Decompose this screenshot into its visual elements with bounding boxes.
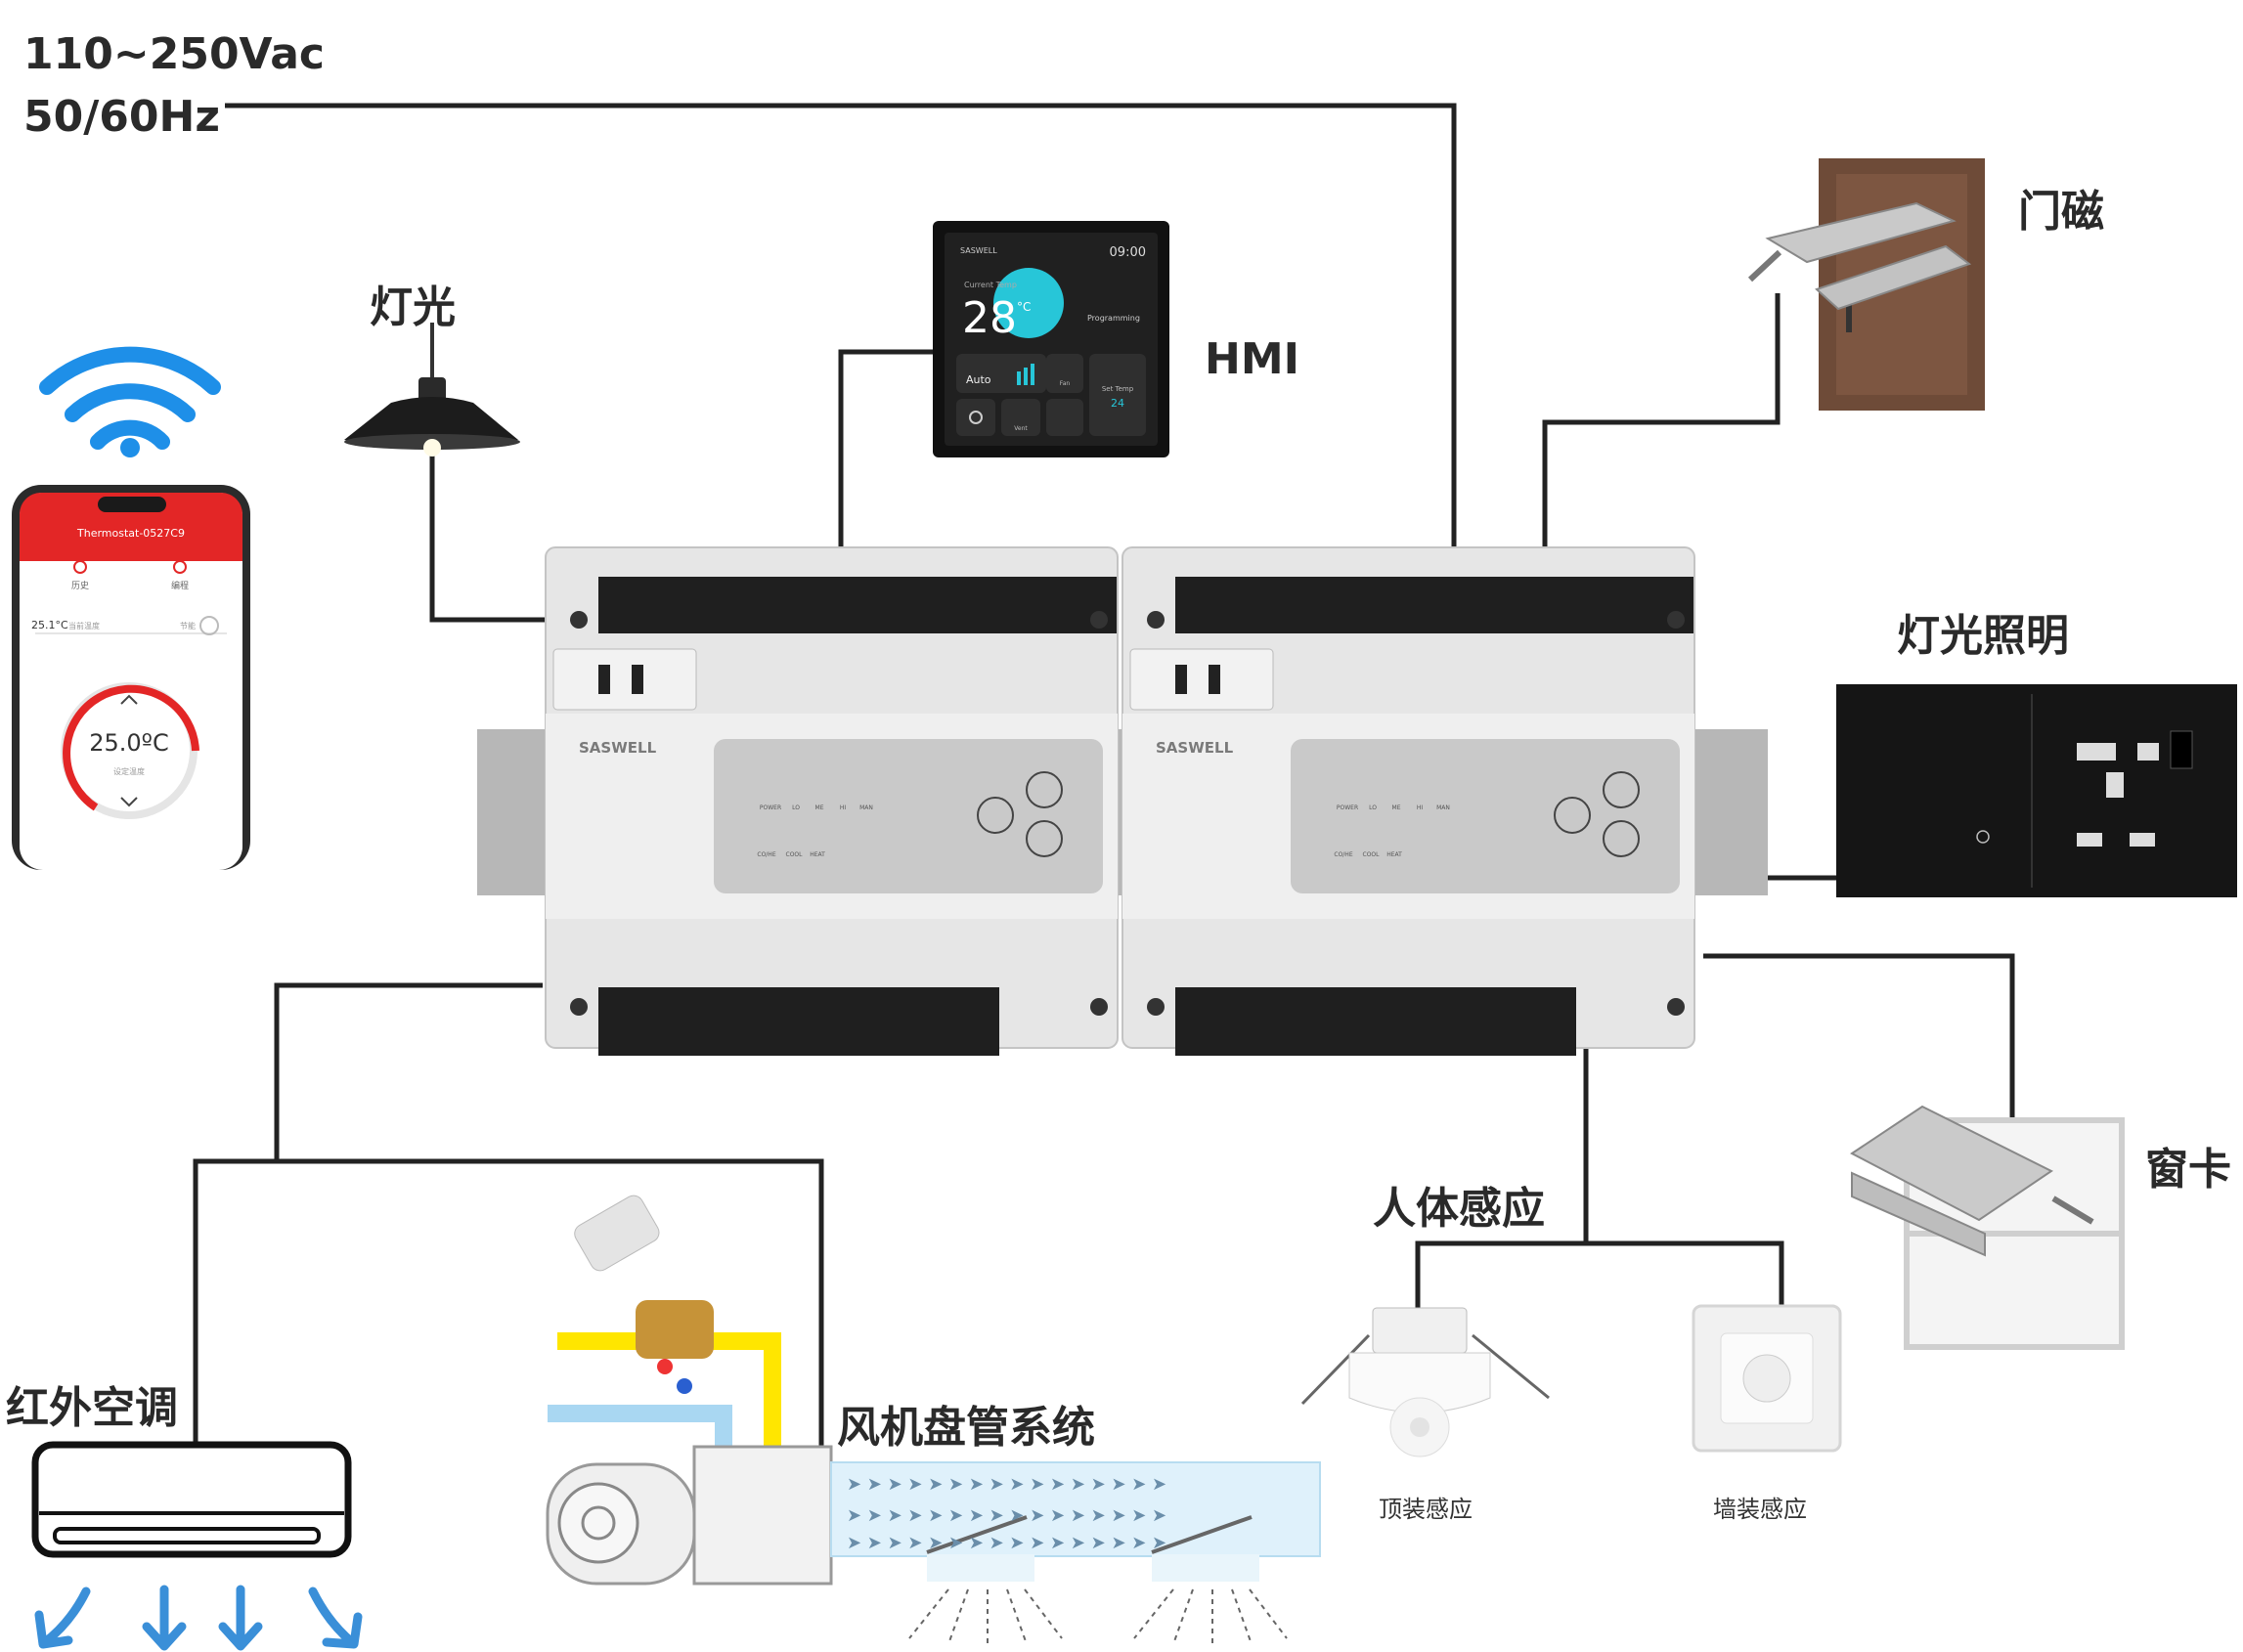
ceiling-sensor-illustration (1300, 1307, 1550, 1457)
phone-title: Thermostat-0527C9 (76, 527, 185, 540)
power-wire (225, 103, 1457, 579)
phone-tab-program[interactable]: 编程 (171, 580, 189, 591)
hmi-time: 09:00 (1110, 245, 1146, 260)
led-label: MAN (1436, 804, 1450, 811)
phone-eco-label[interactable]: 节能 (180, 621, 196, 630)
phone-illustration (12, 485, 250, 870)
led-label: HI (1417, 804, 1424, 811)
fan-coil-label: 风机盘管系统 (837, 1403, 1095, 1453)
hmi-programming[interactable]: Programming (1087, 314, 1140, 323)
light-label: 灯光 (370, 283, 456, 332)
air-conditioner-illustration (31, 1441, 352, 1558)
ac-fancoil-wire (193, 1158, 824, 1466)
hmi-temp: 28 (962, 293, 1017, 343)
controller-1-brand: SASWELL (579, 739, 657, 757)
light-wire (429, 452, 546, 623)
led-label: HEAT (810, 851, 825, 858)
hmi-set-label: Set Temp (1102, 385, 1134, 393)
svg-text:➤ ➤ ➤ ➤ ➤ ➤ ➤ ➤ ➤ ➤ ➤ ➤ ➤ ➤ ➤: ➤ ➤ ➤ ➤ ➤ ➤ ➤ ➤ ➤ ➤ ➤ ➤ ➤ ➤ ➤ ➤ (847, 1474, 1166, 1495)
hmi-vent-label[interactable]: Vent (1014, 425, 1028, 432)
led-label: MAN (859, 804, 873, 811)
power-voltage-label: 110~250Vac (23, 29, 325, 79)
ac-trunk-wire (274, 982, 543, 1161)
door-sensor-illustration (1747, 158, 1985, 411)
power-frequency-label: 50/60Hz (23, 92, 220, 142)
human-sensing-label: 人体感应 (1373, 1184, 1545, 1234)
hmi-brand: SASWELL (960, 246, 997, 255)
wall-sensor-illustration (1692, 1304, 1842, 1453)
led-label: ME (815, 804, 824, 811)
led-label: POWER (760, 804, 781, 811)
led-label: COOL (786, 851, 804, 858)
controller-module-2 (1122, 546, 1695, 1056)
duct-airflow-arrows: ➤ ➤ ➤ ➤ ➤ ➤ ➤ ➤ ➤ ➤ ➤ ➤ ➤ ➤ ➤ ➤ ➤ ➤ ➤ ➤ … (847, 1474, 1166, 1553)
controller-2-brand: SASWELL (1156, 739, 1234, 757)
wifi-icon (39, 346, 221, 457)
svg-text:➤ ➤ ➤ ➤ ➤ ➤ ➤ ➤ ➤ ➤ ➤ ➤ ➤ ➤ ➤: ➤ ➤ ➤ ➤ ➤ ➤ ➤ ➤ ➤ ➤ ➤ ➤ ➤ ➤ ➤ ➤ (847, 1533, 1166, 1553)
svg-text:➤ ➤ ➤ ➤ ➤ ➤ ➤ ➤ ➤ ➤ ➤ ➤ ➤ ➤ ➤: ➤ ➤ ➤ ➤ ➤ ➤ ➤ ➤ ➤ ➤ ➤ ➤ ➤ ➤ ➤ ➤ (847, 1505, 1166, 1526)
door-sensor-label: 门磁 (2018, 187, 2104, 237)
ir-ac-label: 红外空调 (6, 1383, 178, 1433)
hmi-set-value: 24 (1111, 397, 1124, 410)
diffuser-arrows (908, 1588, 1288, 1646)
wires (193, 103, 2015, 1466)
lighting-switch-panel (1836, 684, 2237, 897)
fan-coil-illustration (546, 1195, 1321, 1586)
controller-module-1 (545, 546, 1119, 1056)
led-label: ME (1392, 804, 1401, 811)
controller-2-leds: POWER LO ME HI MAN CO/HE COOL HEAT (1334, 804, 1450, 858)
sensor-branch-wire (1415, 1240, 1784, 1308)
led-label: CO/HE (757, 851, 775, 858)
ac-airflow-arrows (34, 1585, 363, 1651)
led-label: COOL (1363, 851, 1381, 858)
wall-sensor-label: 墙装感应 (1713, 1496, 1807, 1523)
hmi-panel (933, 221, 1169, 457)
led-label: POWER (1337, 804, 1358, 811)
led-label: HEAT (1386, 851, 1402, 858)
door-wire (1542, 293, 1781, 579)
phone-set-temp: 25.0ºC (89, 729, 169, 757)
hmi-wire (838, 349, 978, 579)
pendant-lamp-icon (344, 323, 520, 456)
window-card-illustration (1850, 1105, 2125, 1350)
led-label: LO (1369, 804, 1377, 811)
led-label: CO/HE (1334, 851, 1352, 858)
hmi-current-label: Current Temp (964, 281, 1017, 289)
phone-room-label: 当前温度 (68, 621, 100, 630)
hmi-mode[interactable]: Auto (966, 373, 991, 386)
led-label: HI (840, 804, 847, 811)
phone-tab-history[interactable]: 历史 (71, 580, 89, 591)
controller-1-leds: POWER LO ME HI MAN CO/HE COOL HEAT (757, 804, 873, 858)
phone-room-temp: 25.1°C (31, 619, 68, 631)
ceiling-sensor-label: 顶装感应 (1379, 1496, 1473, 1523)
led-label: LO (792, 804, 800, 811)
phone-set-label: 设定温度 (113, 766, 145, 776)
hmi-fan-label[interactable]: Fan (1060, 380, 1071, 387)
lighting-label: 灯光照明 (1897, 611, 2069, 661)
hmi-label: HMI (1205, 334, 1299, 384)
window-card-label: 窗卡 (2145, 1145, 2231, 1195)
hmi-unit: °C (1017, 300, 1031, 314)
window-wire (1703, 953, 2015, 1134)
